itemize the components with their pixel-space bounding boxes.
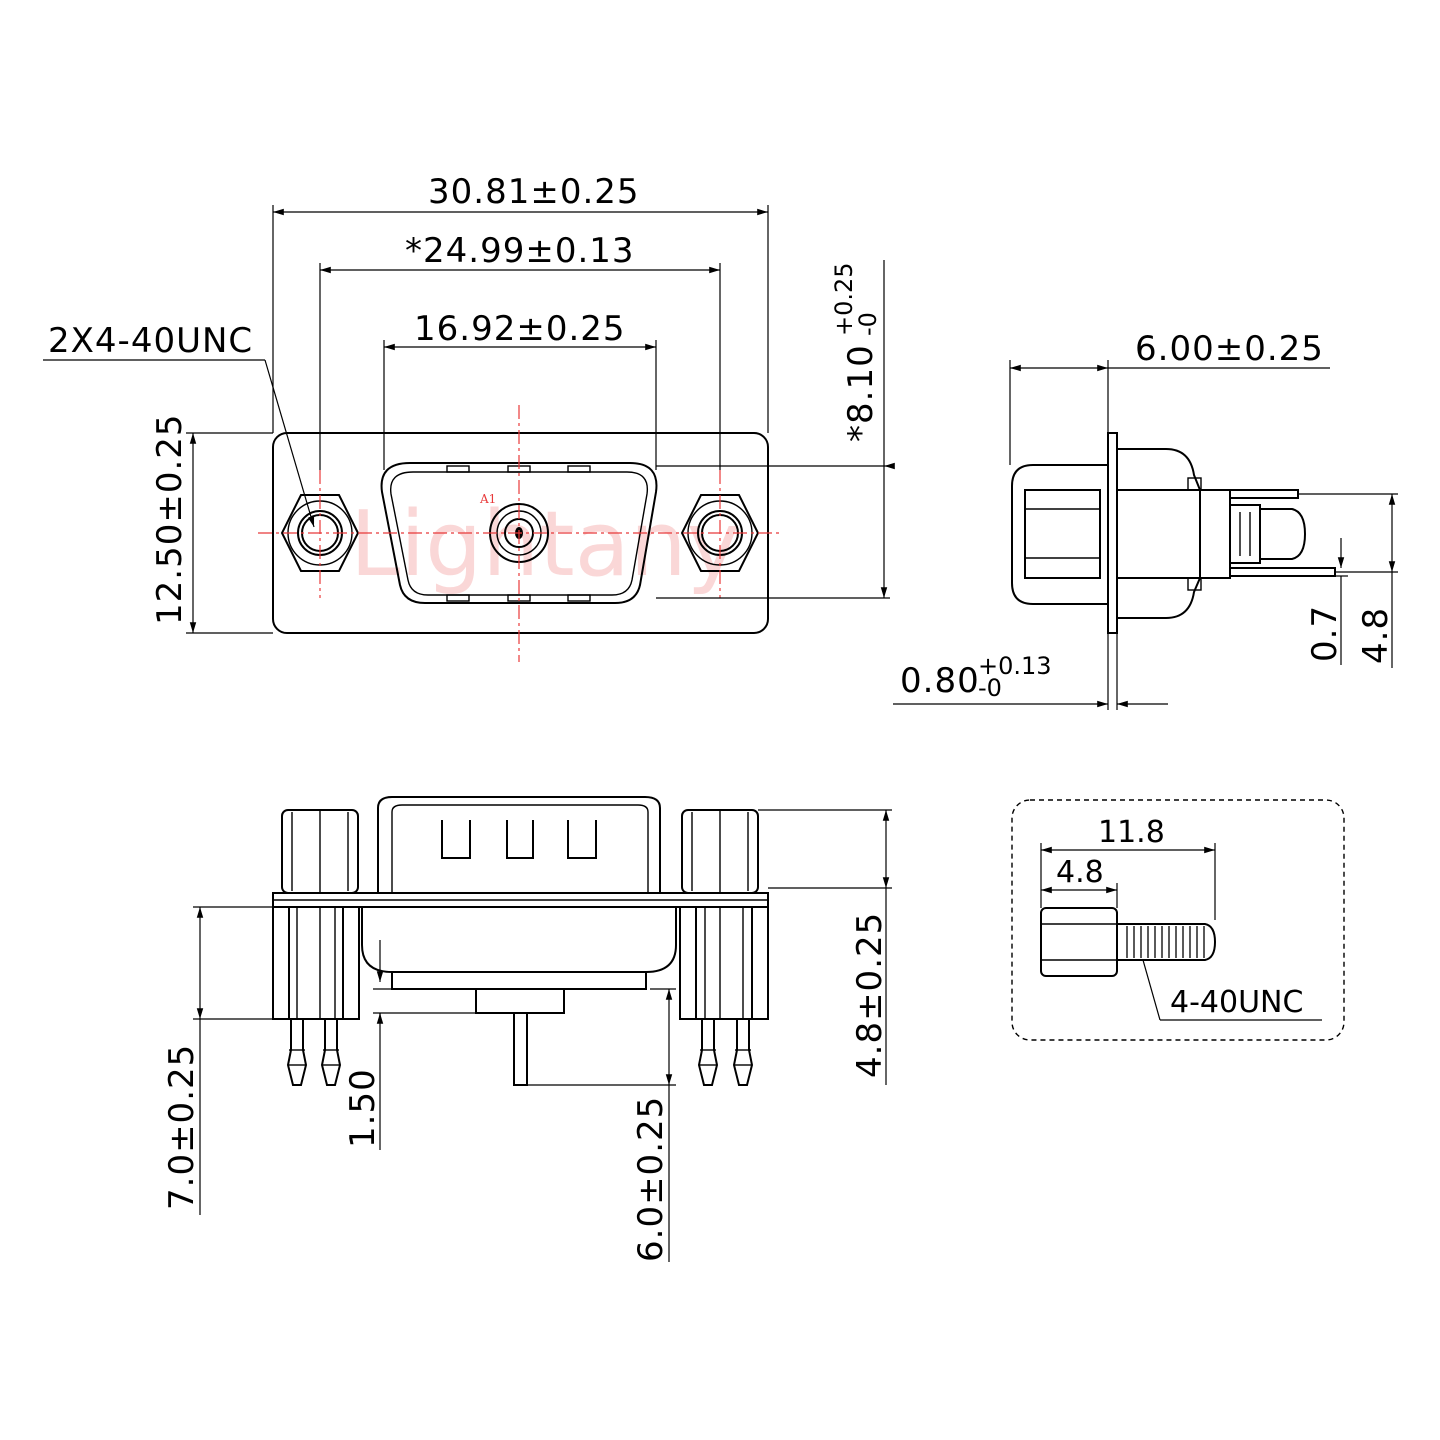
shell-height-main: *8.10 [841,344,881,442]
stand-height-label: 4.8±0.25 [850,912,890,1078]
board-lock-pins [286,1019,754,1086]
pin-offset-label: 0.7 [1305,605,1345,662]
shell-height-tol-lower: -0 [854,312,882,336]
bottom-shell-outer [377,796,661,893]
hole-spacing-label: *24.99±0.13 [405,231,635,271]
dim-depth: 6.00±0.25 [1009,329,1330,465]
bottom-contact-block [475,988,565,1014]
side-hex-nut [1024,489,1101,579]
bottom-view: 4.8±0.25 7.0±0.25 1.50 6.0±0.25 [162,796,892,1262]
center-tail [513,1012,528,1086]
thread-callout-label: 4-40UNC [1170,985,1303,1020]
dim-overall-width: 30.81±0.25 [272,172,769,433]
bottom-left-bracket [272,906,360,1020]
front-center-lines [258,405,782,662]
side-rear-body [1117,448,1201,619]
dim-pin-offset: 0.7 [1305,538,1348,665]
dim-center-tail: 6.0±0.25 [527,988,676,1262]
center-tail-label: 6.0±0.25 [631,1096,671,1262]
dim-shell-width: 16.92±0.25 [383,309,657,470]
dim-tail-length: 7.0±0.25 [162,906,273,1215]
side-contact-tip [1260,508,1307,560]
side-insulator [1116,489,1231,579]
dim-standoff: 1.50 [343,940,476,1150]
dim-thread-callout: 4-40UNC [1142,959,1322,1021]
dim-hex-length: 4.8 [1041,855,1118,908]
pin-label-a1: A1 [479,492,496,506]
overall-width-label: 30.81±0.25 [428,172,640,212]
detail-screw: 11.8 4.8 4-40UNC [1011,799,1345,1041]
detail-thread [1117,923,1217,961]
dim-screw-callout: 2X4-40UNC [43,321,315,528]
side-flange [1107,432,1118,634]
side-hex-body [1011,464,1108,605]
bottom-left-hex [281,809,359,894]
contact-slots [441,820,597,859]
bottom-right-bracket [679,906,769,1020]
total-length-label: 11.8 [1098,815,1165,850]
dim-pin-pitch: 4.8 [1298,493,1398,668]
shell-height-tol-upper: +0.25 [830,262,858,336]
hex-length-label: 4.8 [1056,855,1104,890]
front-view: Lightany A1 [43,172,890,662]
d-shell-inner [389,471,649,596]
detail-hex [1040,907,1118,977]
bottom-insulator [361,907,677,973]
side-pin-bottom [1229,567,1336,577]
dim-flange: 0.80 +0.13 -0 [893,633,1168,710]
flange-tol-upper: +0.13 [978,652,1052,680]
bottom-insulator-step [391,971,647,990]
screw-callout-label: 2X4-40UNC [48,321,253,361]
flange-tol-lower: -0 [978,674,1002,702]
dim-shell-height: *8.10 +0.25 -0 [656,260,890,599]
bottom-right-hex [681,809,759,894]
side-contact-tail [1229,504,1261,564]
dim-stand-height: 4.8±0.25 [758,809,892,1085]
side-view: 6.00±0.25 0.80 +0.13 -0 0.7 4.8 [893,329,1398,710]
detail-frame [1011,799,1345,1041]
flange-main: 0.80 [900,661,980,701]
bottom-shell-inner [391,804,649,893]
dim-height: 12.50±0.25 [150,413,273,634]
dim-total-length: 11.8 [1040,815,1216,920]
pin-pitch-label: 4.8 [1356,607,1396,664]
standoff-label: 1.50 [343,1068,383,1148]
depth-label: 6.00±0.25 [1135,329,1324,369]
dim-hole-spacing: *24.99±0.13 [319,231,721,470]
height-label: 12.50±0.25 [150,413,190,625]
detail-thread-lines [1126,926,1205,958]
tail-length-label: 7.0±0.25 [162,1044,202,1210]
d-shell-outer [380,462,658,604]
shell-width-label: 16.92±0.25 [414,309,626,349]
side-pin-top [1229,489,1299,499]
